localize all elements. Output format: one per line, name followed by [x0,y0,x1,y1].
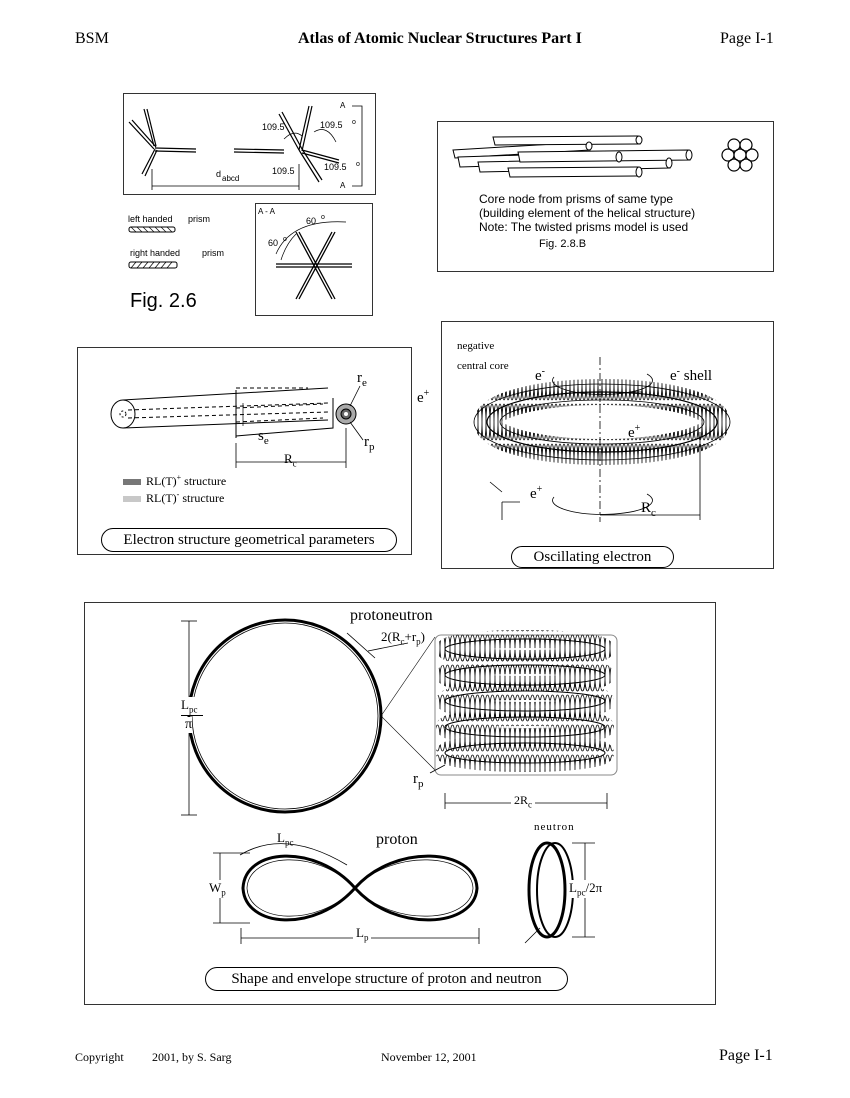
two-rc-label: 2Rc [511,793,536,810]
distance-subscript: abcd [222,174,239,183]
footer-copyright: Copyright [75,1050,124,1064]
fig26-caption: Fig. 2.6 [130,290,197,312]
section-aa-diagram: A - A 60 o 60 o [258,207,352,300]
tetrahedral-node-diagram: 109.5 109.5 o 109.5 109.5 o d abcd A A [128,101,363,190]
fig26-section-panel: A - A 60 o 60 o [255,203,373,316]
e-minus-label: e- [535,366,546,384]
prism-label-1: prism [188,214,210,224]
wp-label: Wp [209,880,226,898]
negative-core-label-1: negative [457,340,495,352]
right-handed-label: right handed [130,248,181,258]
neutron-label: neutron [534,821,575,833]
oscillating-rc-label: Rc [641,500,656,519]
footer-page-number: Page I-1 [719,1047,773,1064]
left-handed-label: left handed [128,214,173,224]
header-left: BSM [75,30,109,47]
fig28b-text-line2: (building element of the helical structu… [479,206,696,220]
section-mark-bottom: A [340,181,346,190]
lp-label: Lp [353,925,372,943]
proton-lpc-label: Lpc [277,830,294,848]
legend-rl-plus: RL(T)+ structure [146,473,227,488]
rp-label: rp [364,434,375,453]
degree-60-left: o [283,236,287,243]
degree-mark-b: o [352,119,356,126]
fraction-bar [181,715,203,716]
header-page-number: Page I-1 [720,30,774,47]
re-label: re [357,370,367,389]
core-node-prisms-diagram [452,135,759,178]
angle-60-left: 60 [268,238,278,248]
footer-date: November 12, 2001 [381,1050,477,1064]
e-plus-inner-label: e+ [628,423,641,441]
negative-core-label-2: central core [457,360,509,372]
fig28b-text-line3: Note: The twisted prisms model is used [479,220,689,234]
angle-label-c: 109.5 [272,166,295,176]
e-shell-label: e- shell [670,366,713,384]
proton-neutron-diagram [181,618,618,944]
fig28b-panel: Core node from prisms of same type (buil… [437,121,774,272]
left-handed-prism-icon [128,226,176,233]
positron-label: e+ [417,388,430,406]
page-title: Atlas of Atomic Nuclear Structures Part … [298,30,582,47]
proton-neutron-caption: Shape and envelope structure of proton a… [205,967,568,991]
legend-swatch-dark [123,479,141,485]
prism-label-2: prism [202,248,224,258]
proton-label: proton [376,831,418,848]
electron-structure-caption: Electron structure geometrical parameter… [101,528,397,552]
fig28b-caption: Fig. 2.8.B [539,238,587,250]
shell-thickness-label: 2(Rc+rp) [381,629,426,647]
degree-mark-d: o [356,161,360,168]
coil-rp-label: rp [413,771,424,790]
footer-author: 2001, by S. Sarg [152,1050,232,1064]
e-plus-outer-label: e+ [530,484,543,502]
section-mark-top: A [340,101,346,110]
distance-label: d [216,169,221,179]
lpc-label: Lpc [181,697,198,715]
fig26-top-panel: 109.5 109.5 o 109.5 109.5 o d abcd A A [123,93,376,195]
hexagonal-cross-section-icon [721,138,759,172]
oscillating-electron-diagram [473,357,731,522]
angle-label-d: 109.5 [324,162,347,172]
legend-rl-minus: RL(T)- structure [146,490,225,505]
pi-label: π [185,717,193,733]
section-aa-label: A - A [258,207,276,216]
angle-label-b: 109.5 [320,120,343,130]
oscillating-electron-caption: Oscillating electron [511,546,674,568]
lpc-2pi-label: Lpc/2π [569,880,603,898]
fig28b-text-line1: Core node from prisms of same type [479,192,674,206]
legend-swatch-light [123,496,141,502]
proton-neutron-panel: protoneutron 2(Rc+rp) Lpc π rp 2Rc neutr… [84,602,716,1005]
degree-60-top: o [321,214,325,221]
oscillating-electron-panel: negative central core e- e- shell e+ e+ … [441,321,774,569]
angle-label-a: 109.5 [262,122,285,132]
right-handed-prism-icon [128,261,178,269]
rc-label: Rc [284,451,297,469]
electron-structure-diagram [110,385,364,502]
angle-60-top: 60 [306,216,316,226]
electron-structure-panel: re se rp Rc RL(T)+ structure RL(T)- stru… [77,347,412,555]
protoneutron-label: protoneutron [350,607,433,624]
se-label: se [258,428,269,447]
